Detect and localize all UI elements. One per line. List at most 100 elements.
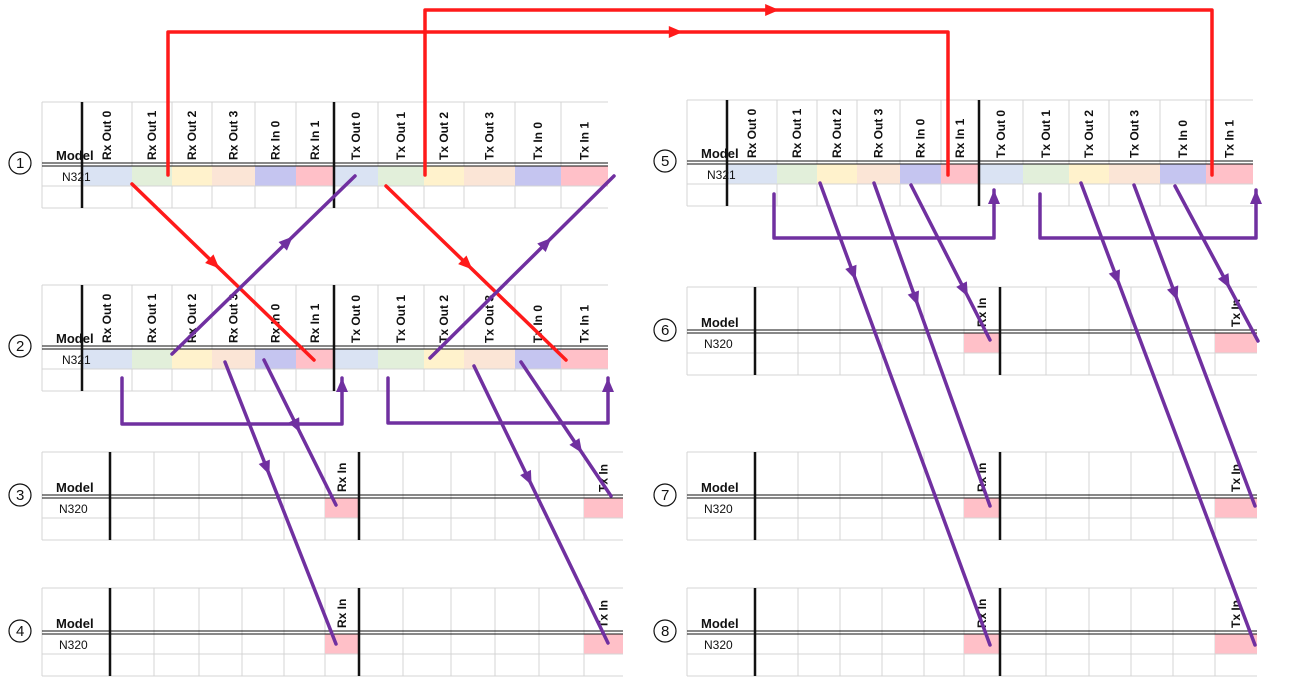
arrow-head xyxy=(205,254,220,269)
port-cell xyxy=(325,498,359,518)
column-header: Rx In 1 xyxy=(308,303,322,343)
unit-number: 8 xyxy=(661,623,669,640)
red-wire xyxy=(166,30,950,177)
model-value: N320 xyxy=(704,337,733,351)
port-cell xyxy=(464,349,515,369)
unit-number-badge xyxy=(8,334,32,358)
unit-number: 4 xyxy=(16,623,24,640)
unit-number-badge xyxy=(8,151,32,175)
purple-wire xyxy=(428,174,616,360)
column-header: Tx Out 3 xyxy=(483,295,497,343)
arrow-head xyxy=(1108,269,1120,285)
purple-wire xyxy=(1173,184,1260,343)
port-cell xyxy=(1069,164,1109,184)
port-cell xyxy=(1109,164,1160,184)
port-cell xyxy=(296,166,334,186)
arrow-head xyxy=(336,378,348,392)
column-header: Tx In 0 xyxy=(1176,120,1190,158)
port-cell xyxy=(584,634,623,654)
model-value: N321 xyxy=(62,170,91,184)
purple-wire xyxy=(1079,181,1257,647)
column-header: Tx Out 1 xyxy=(394,112,408,160)
model-value: N320 xyxy=(704,638,733,652)
red-wire xyxy=(384,184,568,362)
port-cell xyxy=(515,166,561,186)
column-header: Rx Out 3 xyxy=(227,293,241,343)
column-header: Rx In 1 xyxy=(308,120,322,160)
port-cell xyxy=(255,349,296,369)
port-cell xyxy=(777,164,817,184)
arrow-head xyxy=(602,378,614,392)
port-cell xyxy=(561,349,608,369)
port-cell xyxy=(255,166,296,186)
column-header: Tx In xyxy=(597,464,611,492)
column-header: Tx Out 2 xyxy=(437,295,451,343)
port-cell xyxy=(964,498,1000,518)
column-header: Tx In xyxy=(597,600,611,628)
model-value: N320 xyxy=(704,502,733,516)
column-header: Tx In 0 xyxy=(531,122,545,160)
port-cell xyxy=(1206,164,1253,184)
port-cell xyxy=(172,166,212,186)
port-cell xyxy=(561,166,608,186)
column-header: Tx In xyxy=(1229,464,1243,492)
column-header: Tx In 1 xyxy=(578,122,592,160)
port-cell xyxy=(857,164,900,184)
column-header: Rx Out 2 xyxy=(185,110,199,160)
port-cell xyxy=(212,349,255,369)
port-cell xyxy=(82,166,132,186)
model-label: Model xyxy=(56,616,94,631)
column-header: Tx Out 0 xyxy=(349,295,363,343)
column-header: Tx In 1 xyxy=(578,305,592,343)
column-header: Tx Out 0 xyxy=(349,112,363,160)
arrow-head xyxy=(1167,285,1179,301)
model-label: Model xyxy=(56,331,94,346)
unit-number: 7 xyxy=(661,487,669,504)
unit-number: 3 xyxy=(16,487,24,504)
purple-wire xyxy=(386,376,610,425)
arrow-head xyxy=(988,190,1000,204)
port-cell xyxy=(1215,634,1257,654)
port-cell xyxy=(212,166,255,186)
red-wire xyxy=(423,8,1214,177)
purple-wire xyxy=(120,376,344,426)
purple-wire xyxy=(772,188,996,240)
column-header: Tx In 0 xyxy=(531,305,545,343)
column-header: Rx Out 3 xyxy=(872,108,886,158)
column-header: Rx In xyxy=(975,599,989,628)
purple-wire xyxy=(519,360,613,498)
column-header: Rx Out 1 xyxy=(145,293,159,343)
model-label: Model xyxy=(56,480,94,495)
purple-wire xyxy=(909,183,992,342)
arrow-head xyxy=(845,264,857,281)
port-cell xyxy=(515,349,561,369)
column-header: Rx In 0 xyxy=(269,120,283,160)
purple-wire xyxy=(223,360,338,646)
column-header: Rx Out 0 xyxy=(745,108,759,158)
port-cell xyxy=(727,164,777,184)
column-header: Tx Out 3 xyxy=(483,112,497,160)
arrow-head xyxy=(258,459,270,475)
model-value: N321 xyxy=(62,353,91,367)
port-cell xyxy=(424,166,464,186)
unit-number-badge xyxy=(653,318,677,342)
port-cell xyxy=(464,166,515,186)
port-cell xyxy=(378,349,424,369)
arrow-head xyxy=(288,417,300,433)
unit-number-badge xyxy=(8,619,32,643)
unit-number: 2 xyxy=(16,338,24,355)
model-label: Model xyxy=(701,480,739,495)
port-cell xyxy=(941,164,979,184)
column-header: Tx In 1 xyxy=(1223,120,1237,158)
purple-wire xyxy=(472,364,610,645)
port-cell xyxy=(584,498,623,518)
column-header: Rx Out 1 xyxy=(145,110,159,160)
unit-number-badge xyxy=(653,149,677,173)
column-header: Rx Out 0 xyxy=(100,293,114,343)
